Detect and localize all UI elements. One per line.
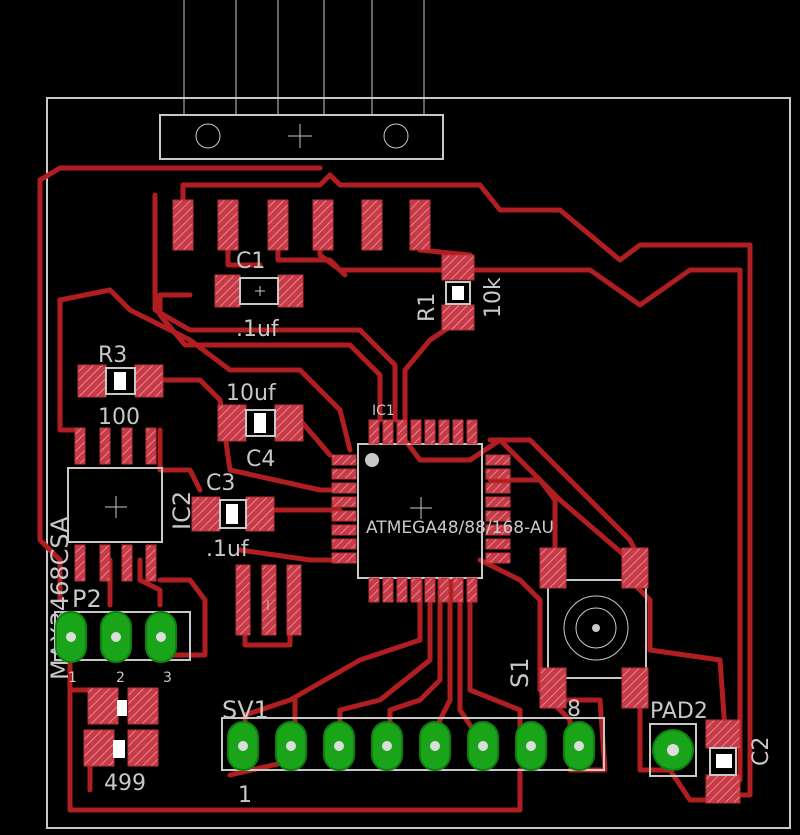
sv1-ref-label: SV1 — [222, 696, 269, 724]
capacitor-c1: C1 .1uf — [214, 249, 304, 342]
r1-value-label: 10k — [481, 277, 506, 318]
r2-value-label: 499 — [104, 771, 146, 796]
resistor-r2: 499 — [83, 687, 159, 796]
p2-pin3-label: 3 — [163, 670, 172, 686]
c2-ref-label: C2 — [749, 737, 774, 766]
header-pads — [172, 199, 431, 251]
ic1-value-label: ATMEGA48/88/168-AU — [366, 518, 554, 538]
pad2-ref-label: PAD2 — [650, 699, 708, 724]
c1-ref-label: C1 — [236, 249, 265, 274]
r1-ref-label: R1 — [415, 293, 440, 322]
p2-ref-label: P2 — [72, 585, 102, 613]
resistor-r1: R1 10k — [415, 254, 506, 331]
connector-p2: P2 1 2 3 — [54, 585, 191, 686]
p2-pin2-label: 2 — [116, 670, 125, 686]
s1-ref-label: S1 — [506, 657, 534, 688]
top-connector — [159, 0, 444, 160]
p2-pin1-label: 1 — [68, 670, 77, 686]
ic1-microcontroller: IC1 ATMEGA48/88/168-AU — [331, 403, 554, 603]
r3-ref-label: R3 — [98, 343, 127, 368]
pad2: PAD2 — [649, 699, 708, 777]
c3-ref-label: C3 — [206, 471, 235, 496]
ic2-ref-label: IC2 — [168, 491, 196, 530]
c1-value-label: .1uf — [236, 317, 280, 342]
resistor-r3: R3 100 — [77, 343, 164, 430]
ic1-ref-label: IC1 — [372, 403, 395, 419]
c3-value-label: .1uf — [206, 537, 250, 562]
c4-value-label: 10uf — [226, 381, 277, 406]
sv1-pin1-label: 1 — [238, 783, 252, 808]
resonator-pads — [235, 564, 302, 636]
c4-ref-label: C4 — [246, 447, 275, 472]
board-outline — [46, 97, 791, 829]
capacitor-c4: 10uf C4 — [217, 381, 304, 472]
capacitor-c2: C2 — [705, 719, 774, 804]
sv1-pin8-label: 8 — [567, 697, 581, 722]
capacitor-c3: C3 .1uf — [191, 471, 275, 562]
header-sv1: SV1 1 8 — [221, 696, 605, 808]
switch-s1: S1 — [506, 547, 649, 709]
r3-value-label: 100 — [98, 405, 140, 430]
